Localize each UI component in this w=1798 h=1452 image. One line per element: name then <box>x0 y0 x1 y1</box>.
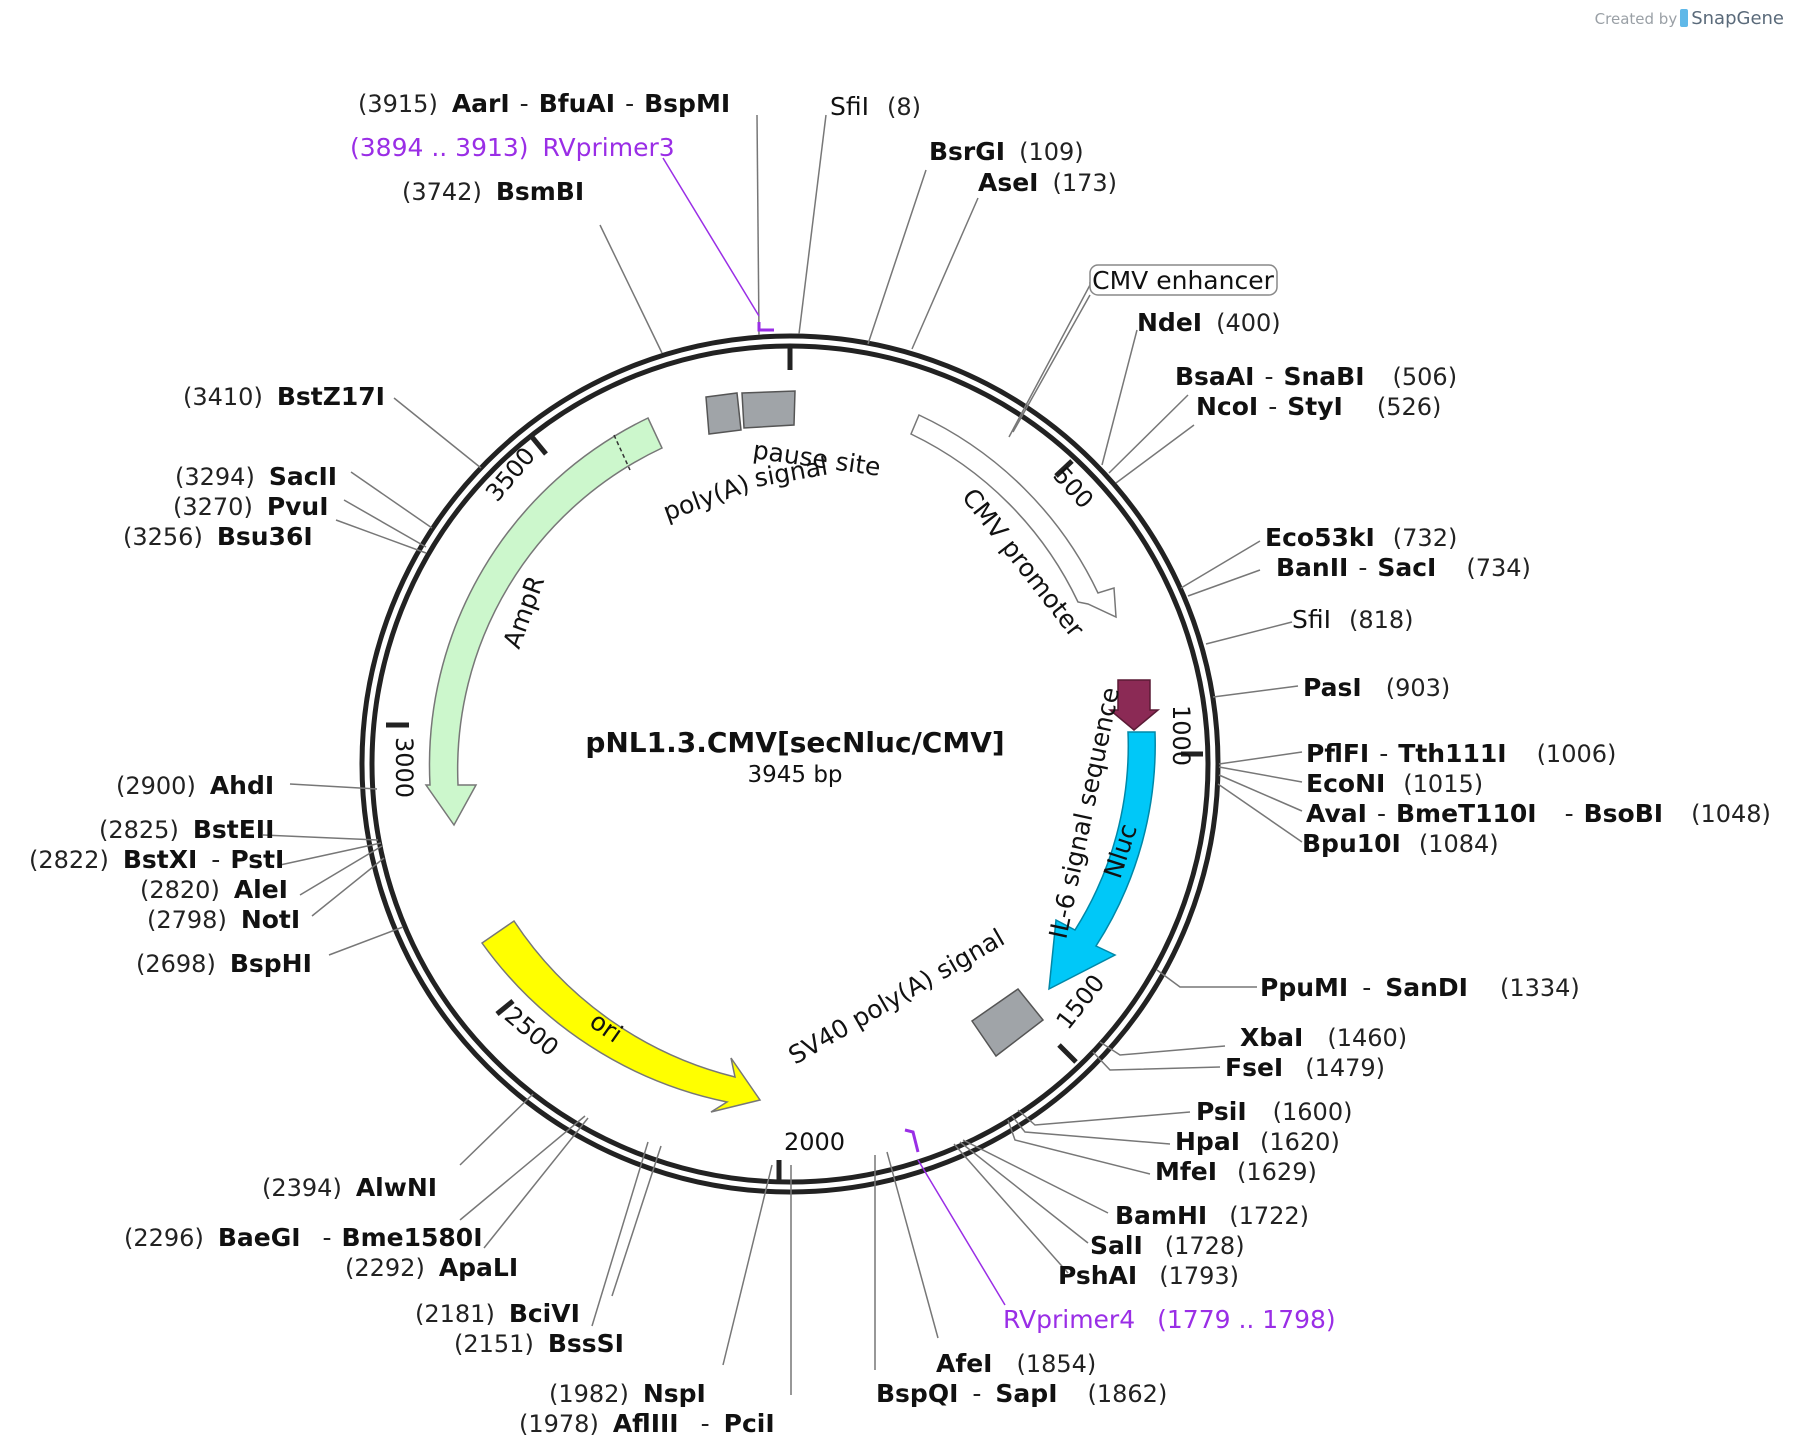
site-afliii-pcii[interactable]: (1978)AflIII-PciI <box>519 1409 775 1438</box>
cmv-promoter-arrow[interactable] <box>910 413 1117 619</box>
site-bstz17i[interactable]: (3410)BstZ17I <box>183 382 385 411</box>
tick-label-3000: 3000 <box>390 737 418 798</box>
tick-label-1000: 1000 <box>1167 705 1195 766</box>
site-econi[interactable]: EcoNI(1015) <box>1306 769 1483 798</box>
site-bsphi[interactable]: (2698)BspHI <box>136 949 312 978</box>
site-bsteii[interactable]: (2825)BstEII <box>99 815 274 844</box>
site-hpai[interactable]: HpaI(1620) <box>1175 1127 1340 1156</box>
cmv-enhancer-box[interactable] <box>1089 264 1278 296</box>
site-aari-bfuai-bspmi[interactable]: (3915)AarI-BfuAI-BspMI <box>358 89 730 118</box>
scale-ticks <box>386 346 1203 1182</box>
site-fsei[interactable]: FseI(1479) <box>1225 1053 1385 1082</box>
site-noti[interactable]: (2798)NotI <box>147 905 300 934</box>
plasmid-name: pNL1.3.CMV[secNluc/CMV] <box>585 726 1004 759</box>
site-pshai[interactable]: PshAI(1793) <box>1058 1261 1239 1290</box>
site-bpu10i[interactable]: Bpu10I(1084) <box>1302 829 1499 858</box>
cmv-enhancer-label: CMV enhancer <box>1092 266 1274 295</box>
site-eco53ki[interactable]: Eco53kI(732) <box>1265 523 1457 552</box>
rvprimer4-leader <box>917 1159 1006 1306</box>
site-bamhi[interactable]: BamHI(1722) <box>1115 1201 1309 1230</box>
site-bstxi-psti[interactable]: (2822)BstXI-PstI <box>29 845 284 874</box>
ampr-arrow[interactable] <box>424 416 663 827</box>
site-afei[interactable]: AfeI(1854) <box>936 1349 1096 1378</box>
site-bsu36i[interactable]: (3256)Bsu36I <box>123 522 313 551</box>
site-apali[interactable]: (2292)ApaLI <box>345 1253 518 1282</box>
nluc-arrow[interactable] <box>1048 731 1156 991</box>
site-banii-saci[interactable]: BanII-SacI(734) <box>1276 553 1531 582</box>
site-pvui[interactable]: (3270)PvuI <box>173 492 329 521</box>
cmv-enhancer-leader <box>1012 294 1091 433</box>
rvprimer4-marker <box>904 1128 920 1153</box>
tick-label-2000: 2000 <box>784 1128 845 1156</box>
il6-signal-arrow[interactable] <box>1107 679 1161 731</box>
backbone-outer <box>359 333 1221 1195</box>
site-alwni[interactable]: (2394)AlwNI <box>262 1173 437 1202</box>
site-sacii[interactable]: (3294)SacII <box>175 462 337 491</box>
site-pasi[interactable]: PasI(903) <box>1303 673 1450 702</box>
site-alei[interactable]: (2820)AleI <box>140 875 288 904</box>
site-xbai[interactable]: XbaI(1460) <box>1240 1023 1407 1052</box>
site-ppumi-sandi[interactable]: PpuMI-SanDI(1334) <box>1260 973 1580 1002</box>
site-ndei[interactable]: NdeI(400) <box>1137 308 1281 337</box>
site-nspi[interactable]: (1982)NspI <box>549 1379 706 1408</box>
site-ncoi-styi[interactable]: NcoI-StyI(526) <box>1196 392 1441 421</box>
primer-rvprimer4[interactable]: RVprimer4(1779 .. 1798) <box>1003 1305 1336 1334</box>
site-avai-bmet110i-bsobi[interactable]: AvaI-BmeT110I-BsoBI(1048) <box>1306 799 1771 828</box>
site-sali[interactable]: SalI(1728) <box>1090 1231 1245 1260</box>
sv40-polya-label: SV40 poly(A) signal <box>784 923 1010 1070</box>
site-bcivi[interactable]: (2181)BciVI <box>415 1299 580 1328</box>
rvprimer3-marker <box>757 322 774 332</box>
snapgene-logo-icon <box>1680 9 1689 27</box>
polya-label-line1: poly(A) <box>659 469 753 527</box>
site-leader-lines <box>262 114 1303 1395</box>
rvprimer3-leader <box>662 157 760 317</box>
site-asei[interactable]: AseI(173) <box>978 168 1117 197</box>
site-bsrgi[interactable]: BsrGI(109) <box>929 137 1084 166</box>
site-sfii-8[interactable]: SfiI(8) <box>830 92 921 121</box>
pause-site-box[interactable] <box>741 390 796 429</box>
site-ahdi[interactable]: (2900)AhdI <box>116 771 274 800</box>
sv40-polya-box[interactable] <box>970 987 1045 1058</box>
polya-signal-box[interactable] <box>705 392 742 435</box>
site-mfei[interactable]: MfeI(1629) <box>1155 1157 1317 1186</box>
plasmid-size: 3945 bp <box>747 762 842 788</box>
site-sfii-818[interactable]: SfiI(818) <box>1292 605 1414 634</box>
primer-rvprimer3[interactable]: (3894 .. 3913)RVprimer3 <box>350 133 675 162</box>
site-bsssi[interactable]: (2151)BssSI <box>454 1329 624 1358</box>
site-bsmbi[interactable]: (3742)BsmBI <box>402 177 584 206</box>
site-pflfi-tth111i[interactable]: PflFI-Tth111I(1006) <box>1306 739 1616 768</box>
site-bspqi-sapi[interactable]: BspQI-SapI(1862) <box>876 1379 1167 1408</box>
site-bsaai-snabi[interactable]: BsaAI-SnaBI(506) <box>1175 362 1457 391</box>
site-psii[interactable]: PsiI(1600) <box>1196 1097 1352 1126</box>
ori-arrow[interactable] <box>480 919 762 1113</box>
tick-label-500: 500 <box>1048 461 1099 514</box>
site-baegi-bme1580i[interactable]: (2296)BaeGI-Bme1580I <box>124 1223 483 1252</box>
